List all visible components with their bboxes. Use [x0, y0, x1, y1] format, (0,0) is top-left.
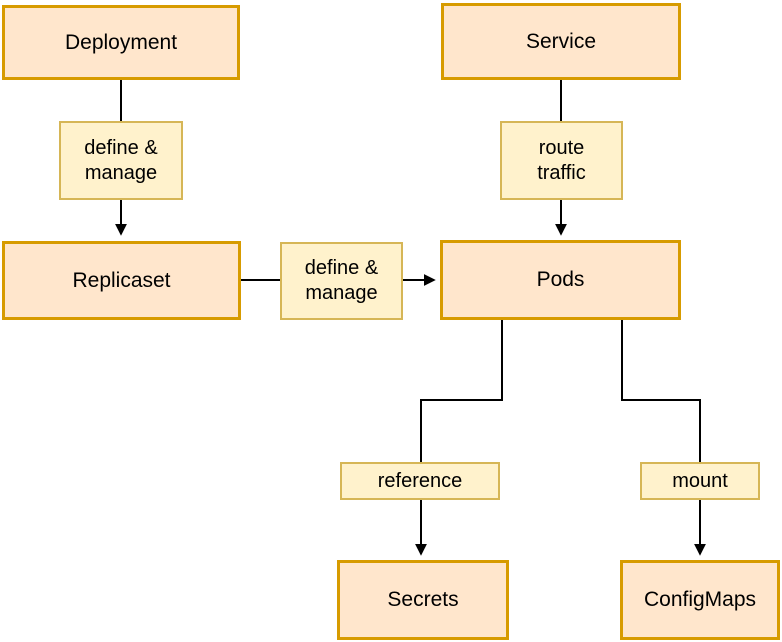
- node-service-label: Service: [525, 29, 597, 53]
- node-secrets-label: Secrets: [387, 588, 459, 612]
- node-deployment-label: Deployment: [64, 30, 178, 54]
- node-secrets: Secrets: [337, 560, 509, 640]
- node-replicaset: Replicaset: [2, 241, 241, 320]
- node-configmaps-label: ConfigMaps: [643, 588, 757, 612]
- edge-pods-configmaps: [621, 320, 706, 556]
- node-configmaps: ConfigMaps: [620, 560, 780, 640]
- edge-label-define-manage-1: define & manage: [59, 121, 183, 200]
- node-deployment: Deployment: [2, 5, 240, 80]
- edge-pods-secrets: [415, 320, 503, 556]
- node-pods: Pods: [440, 240, 681, 320]
- edge-label-reference: reference: [340, 462, 500, 500]
- edge-label-route-traffic: route traffic: [500, 121, 623, 200]
- edge-label-mount: mount: [640, 462, 760, 500]
- node-replicaset-label: Replicaset: [72, 268, 171, 292]
- edge-label-define-manage-2: define & manage: [280, 242, 403, 320]
- node-pods-label: Pods: [536, 268, 585, 292]
- node-service: Service: [441, 3, 681, 80]
